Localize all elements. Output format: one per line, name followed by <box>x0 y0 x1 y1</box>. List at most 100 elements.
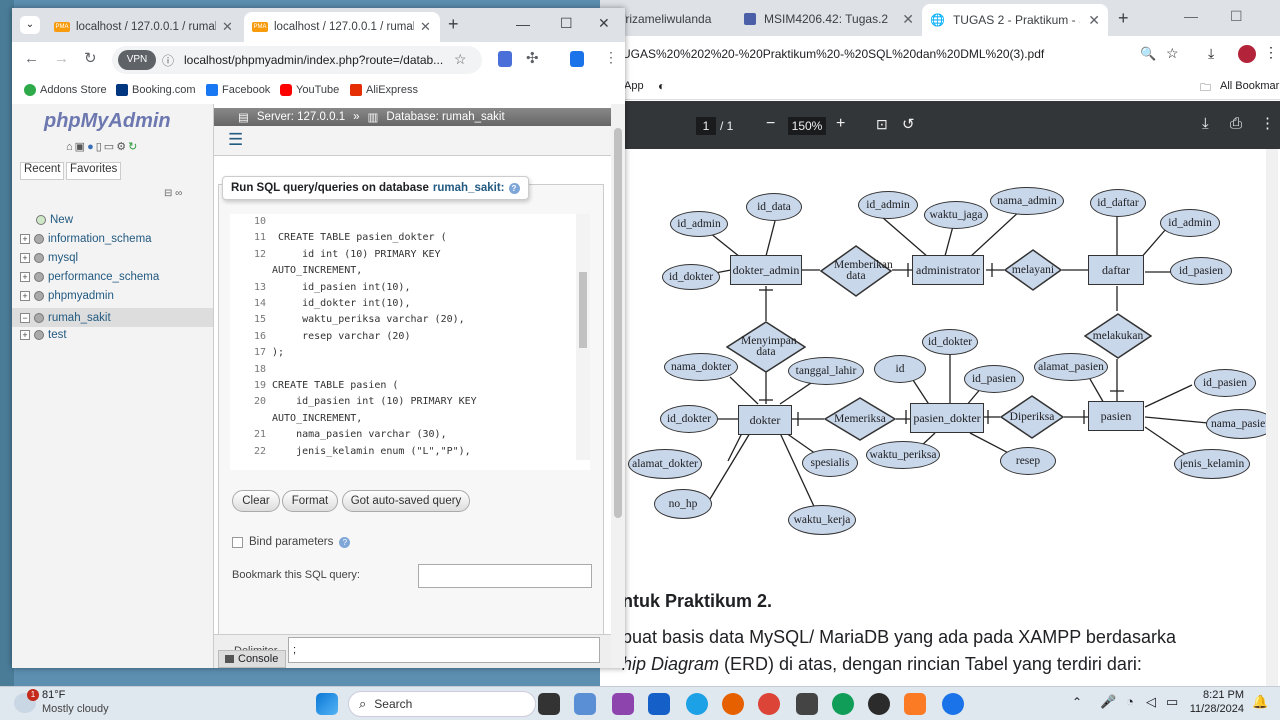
back-icon[interactable]: ← <box>24 50 39 67</box>
get-autosaved-query-button[interactable]: Got auto-saved query <box>342 490 470 512</box>
scroll-thumb[interactable] <box>579 272 587 348</box>
globe-icon[interactable]: ◐ <box>658 79 666 93</box>
menu-icon[interactable]: ⋮ <box>604 49 618 65</box>
notification-icon[interactable]: 🔔 <box>1252 694 1269 709</box>
avatar[interactable] <box>1238 45 1256 63</box>
maximize-icon[interactable]: ☐ <box>560 15 573 31</box>
wifi-icon[interactable]: ◔ <box>1126 694 1134 709</box>
clear-button[interactable]: Clear <box>232 490 280 512</box>
tab-msim[interactable]: MSIM4206.42: Tugas.2 ✕ <box>744 6 914 32</box>
url-box[interactable]: VPN ⓘ localhost/phpmyadmin/index.php?rou… <box>112 46 482 74</box>
tree-new[interactable]: New <box>20 214 73 226</box>
tree-performance-schema[interactable]: +performance_schema <box>20 271 159 283</box>
zoom-in-icon[interactable]: + <box>836 115 846 132</box>
home-icon[interactable]: ⌂ <box>66 141 75 153</box>
close-tab-icon[interactable]: ✕ <box>222 19 233 34</box>
recent-tab[interactable]: Recent <box>20 162 65 180</box>
editor-scrollbar[interactable] <box>576 214 590 460</box>
new-tab-icon[interactable]: + <box>1118 8 1129 28</box>
weather-temp[interactable]: 81°F <box>42 689 66 701</box>
hamburger-icon[interactable]: ☰ <box>228 130 244 149</box>
search-box[interactable]: ⌕ Search <box>348 691 536 717</box>
url-text[interactable]: localhost/phpmyadmin/index.php?route=/da… <box>184 53 444 67</box>
address-bar[interactable]: UGAS%20%202%20-%20Praktikum%20-%20SQL%20… <box>600 36 1280 74</box>
collapse-link-icon[interactable]: ⊟ ∞ <box>164 188 183 199</box>
tree-phpmyadmin[interactable]: +phpmyadmin <box>20 290 114 302</box>
mic-icon[interactable]: 🎤 <box>1100 694 1117 709</box>
minimize-icon[interactable]: — <box>516 16 530 32</box>
bookmark-addons-store[interactable]: Addons Store <box>24 84 107 96</box>
scroll-thumb[interactable] <box>614 128 622 518</box>
all-bookmarks[interactable]: All Bookmark <box>1220 80 1280 92</box>
breadcrumb-server[interactable]: Server: 127.0.0.1 <box>256 111 346 123</box>
volume-icon[interactable]: ◁ <box>1146 694 1156 709</box>
xampp-icon[interactable] <box>904 693 926 715</box>
chrome-profile-icon[interactable] <box>832 693 854 715</box>
expand-icon[interactable]: + <box>20 272 30 282</box>
expand-icon[interactable]: + <box>20 291 30 301</box>
chrome-icon[interactable] <box>758 693 780 715</box>
copilot-icon[interactable] <box>612 693 634 715</box>
favorites-tab[interactable]: Favorites <box>66 162 122 180</box>
vpn-icon[interactable]: VPN <box>118 50 156 70</box>
breadcrumb-database[interactable]: Database: rumah_sakit <box>386 111 505 123</box>
tree-information-schema[interactable]: +information_schema <box>20 233 152 245</box>
outlook-icon[interactable] <box>648 693 670 715</box>
bookmark-input[interactable] <box>418 564 592 588</box>
tab-frizameli[interactable]: frizameliwulanda <box>622 6 742 32</box>
expand-icon[interactable]: + <box>20 330 30 340</box>
shield-check-icon[interactable] <box>570 51 584 67</box>
expand-icon[interactable]: + <box>20 234 30 244</box>
help-icon[interactable]: ● <box>87 141 96 153</box>
download-icon[interactable]: ⤓ <box>1208 45 1215 61</box>
maximize-icon[interactable]: ☐ <box>1230 8 1243 24</box>
edge-icon[interactable] <box>686 693 708 715</box>
tab-pma-2[interactable]: PMA localhost / 127.0.0.1 / rumah_s ✕ <box>244 12 440 42</box>
format-button[interactable]: Format <box>282 490 338 512</box>
clock-date[interactable]: 11/28/2024 <box>1189 703 1244 715</box>
close-tab-icon[interactable]: ✕ <box>420 19 431 34</box>
copy-icon[interactable]: ▭ <box>103 141 117 153</box>
tree-mysql[interactable]: +mysql <box>20 252 78 264</box>
tree-rumah-sakit[interactable]: −rumah_sakit <box>12 308 213 327</box>
minimize-icon[interactable]: — <box>1184 8 1198 24</box>
zoom-out-icon[interactable]: − <box>766 115 776 132</box>
download-icon[interactable]: ⤓ <box>1202 115 1209 132</box>
zoom-icon[interactable]: 🔍 <box>1140 46 1157 61</box>
task-view-icon[interactable] <box>538 693 560 715</box>
new-tab-icon[interactable]: + <box>448 14 459 34</box>
chevron-up-icon[interactable]: ⌃ <box>1072 695 1083 709</box>
firefox-icon[interactable] <box>722 693 744 715</box>
bind-parameters-checkbox[interactable] <box>232 536 243 548</box>
tab-pma-1[interactable]: PMA localhost / 127.0.0.1 / rumah_s ✕ <box>46 12 242 42</box>
logout-icon[interactable]: ▣ <box>74 141 88 153</box>
page-number-input[interactable]: 1 <box>696 117 716 135</box>
info-icon[interactable]: ⓘ <box>162 54 175 68</box>
bookmark-app[interactable]: App <box>624 80 644 92</box>
zoom-level[interactable]: 150% <box>788 117 826 135</box>
tab-search-icon[interactable]: ⌄ <box>20 16 40 34</box>
weather-desc[interactable]: Mostly cloudy <box>42 703 109 715</box>
tab-tugas2[interactable]: 🌐 TUGAS 2 - Praktikum - SQL d ✕ <box>922 4 1108 36</box>
chrome-active-icon[interactable] <box>942 693 964 715</box>
help-icon[interactable]: ? <box>508 182 520 194</box>
clock-time[interactable]: 8:21 PM <box>1203 689 1244 701</box>
bookmark-aliexpress[interactable]: AliExpress <box>350 84 418 96</box>
reload-icon[interactable]: ↻ <box>84 50 97 67</box>
close-icon[interactable]: ✕ <box>598 15 610 31</box>
fit-page-icon[interactable]: ⊡ <box>876 116 888 132</box>
app-icon[interactable] <box>796 693 818 715</box>
collapse-icon[interactable]: − <box>20 312 30 323</box>
close-tab-icon[interactable]: ✕ <box>902 10 914 27</box>
bookmark-facebook[interactable]: Facebook <box>206 84 270 96</box>
delimiter-input[interactable]: ; <box>288 637 600 663</box>
reload-icon[interactable]: ↻ <box>128 141 140 153</box>
start-icon[interactable] <box>316 693 338 715</box>
print-icon[interactable]: ⎙ <box>1230 115 1243 132</box>
star-icon[interactable]: ☆ <box>454 51 467 67</box>
bookmark-booking[interactable]: Booking.com <box>116 84 196 96</box>
bookmark-youtube[interactable]: YouTube <box>280 84 339 96</box>
rotate-icon[interactable]: ↺ <box>902 116 915 133</box>
more-icon[interactable]: ⋮ <box>1260 115 1275 132</box>
battery-icon[interactable]: ▭ <box>1166 694 1179 709</box>
